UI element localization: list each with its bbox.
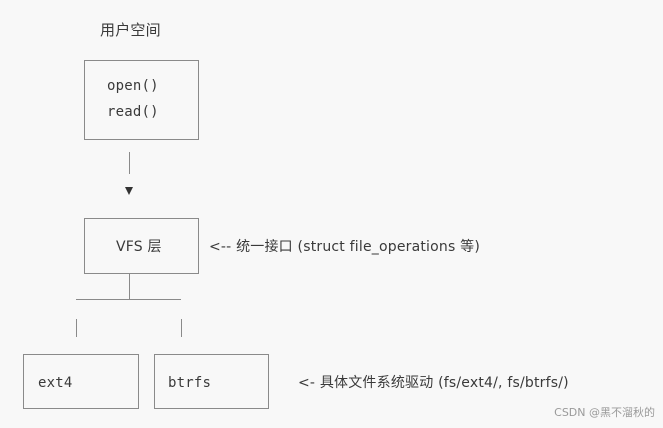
user-box-right	[198, 60, 199, 140]
user-space-title: 用户空间	[100, 21, 161, 39]
vfs-box-bottom	[84, 273, 198, 274]
branch-bar	[76, 299, 181, 300]
ext4-box-top	[23, 354, 138, 355]
fs-label-btrfs: btrfs	[168, 375, 212, 391]
call-open: open()	[107, 78, 159, 94]
branch-left-leg	[76, 319, 77, 337]
down-arrow-icon	[125, 187, 133, 195]
branch-stem	[129, 274, 130, 300]
btrfs-box-left	[154, 354, 155, 409]
fs-annotation: <- 具体文件系统驱动 (fs/ext4/, fs/btrfs/)	[298, 375, 569, 391]
watermark: CSDN @黑不溜秋的	[554, 406, 655, 419]
btrfs-box-top	[154, 354, 268, 355]
btrfs-box-right	[268, 354, 269, 409]
call-read: read()	[107, 104, 159, 120]
ext4-box-bottom	[23, 408, 138, 409]
user-box-left	[84, 60, 85, 140]
user-box-bottom	[84, 139, 198, 140]
vfs-annotation: <-- 统一接口 (struct file_operations 等)	[209, 239, 480, 255]
vfs-box-right	[198, 218, 199, 274]
connector-line	[129, 152, 130, 174]
btrfs-box-bottom	[154, 408, 268, 409]
fs-label-ext4: ext4	[38, 375, 73, 391]
ext4-box-right	[138, 354, 139, 409]
vfs-label: VFS 层	[116, 239, 162, 255]
ext4-box-left	[23, 354, 24, 409]
user-box-top	[84, 60, 198, 61]
vfs-box-top	[84, 218, 198, 219]
branch-right-leg	[181, 319, 182, 337]
vfs-box-left	[84, 218, 85, 274]
